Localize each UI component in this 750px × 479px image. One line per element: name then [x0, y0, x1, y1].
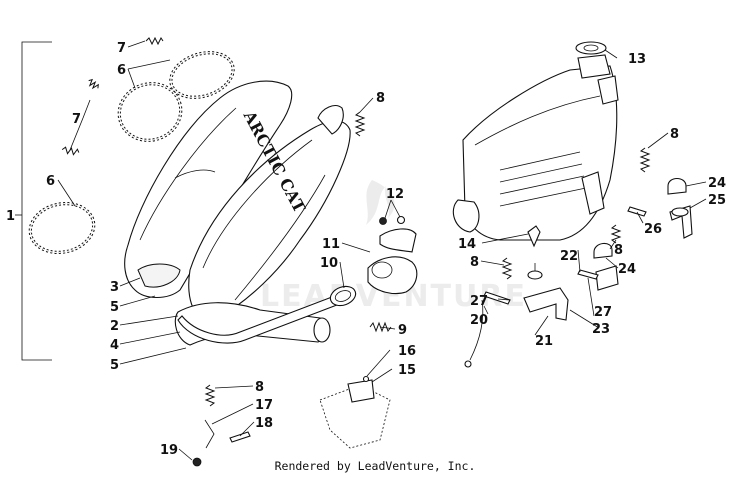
hex-nut [192, 457, 202, 467]
callout-12: 12 [386, 187, 404, 202]
lower-mount [192, 375, 391, 467]
flange-parts [329, 215, 418, 307]
resonator-body [462, 65, 618, 241]
callout-4: 4 [110, 338, 119, 353]
callout-6: 6 [117, 63, 126, 78]
bolt-27-left [483, 291, 511, 305]
callout-15: 15 [398, 363, 416, 378]
callout-20: 20 [470, 313, 488, 328]
chain-ring-parts [28, 51, 235, 255]
strap [469, 299, 484, 361]
chain-ring-left [28, 201, 96, 255]
callout-10: 10 [320, 256, 338, 271]
flange-top [379, 228, 417, 253]
callout-23: 23 [592, 322, 610, 337]
callout-18: 18 [255, 416, 273, 431]
chain-ring-middle [117, 82, 183, 142]
exhaust-flange [367, 256, 418, 295]
callout-9: 9 [398, 323, 407, 338]
callout-21: 21 [535, 334, 553, 349]
callout-24b: 24 [618, 262, 636, 277]
bolt-26 [627, 206, 647, 217]
washer [396, 215, 406, 225]
callout-16: 16 [398, 344, 416, 359]
bolt [229, 431, 251, 443]
callout-8c: 8 [614, 243, 623, 258]
callout-26: 26 [644, 222, 662, 237]
bumper-mount [595, 265, 619, 291]
callout-2: 2 [110, 319, 119, 334]
callout-1: 1 [6, 209, 15, 224]
grommet [575, 41, 607, 55]
bolt-27-right [577, 269, 599, 280]
footer-credit: Rendered by LeadVenture, Inc. [274, 459, 476, 473]
callout-6b: 6 [46, 174, 55, 189]
mount-bracket [523, 287, 569, 321]
callout-11: 11 [322, 237, 340, 252]
callout-labels: 1 2 3 4 5 5 6 6 7 7 8 8 8 8 8 8 9 10 11 … [6, 41, 726, 458]
hose-clip [527, 225, 541, 248]
callout-5: 5 [110, 300, 119, 315]
side-tab [581, 171, 605, 215]
shield-end [137, 263, 181, 288]
callout-8d: 8 [670, 127, 679, 142]
callout-14: 14 [458, 237, 476, 252]
small-springs [61, 36, 164, 156]
washer-22 [527, 270, 543, 280]
bumper-cap-upper [667, 177, 687, 195]
bumper-cap-lower [593, 242, 613, 259]
callout-8b: 8 [470, 255, 479, 270]
callout-27a: 27 [470, 294, 488, 309]
outlet-tube [317, 105, 344, 135]
callout-7b: 7 [72, 112, 81, 127]
leader-lines [57, 40, 707, 461]
resonator-outlet [577, 54, 611, 79]
callout-3: 3 [110, 280, 119, 295]
callout-5b: 5 [110, 358, 119, 373]
callout-7: 7 [117, 41, 126, 56]
outlet-bracket [597, 75, 619, 105]
callout-8a: 8 [376, 91, 385, 106]
callout-19: 19 [160, 443, 178, 458]
callout-24a: 24 [708, 176, 726, 191]
callout-22: 22 [560, 249, 578, 264]
resonator-assembly [452, 41, 619, 241]
callout-8e: 8 [255, 380, 264, 395]
bolt-head [362, 375, 370, 383]
link [204, 419, 215, 449]
pipe-outlet [313, 317, 331, 343]
muffler-assembly: ARCTIC CAT [124, 80, 351, 346]
rubber-mount [347, 379, 375, 403]
callout-25: 25 [708, 193, 726, 208]
callout-13: 13 [628, 52, 646, 67]
nut [379, 217, 387, 225]
bracket-parts [464, 177, 693, 368]
upper-heat-shield [124, 80, 293, 299]
callout-27b: 27 [594, 305, 612, 320]
resonator-inlet [452, 199, 480, 233]
callout-17: 17 [255, 398, 273, 413]
group-bracket [15, 41, 52, 361]
